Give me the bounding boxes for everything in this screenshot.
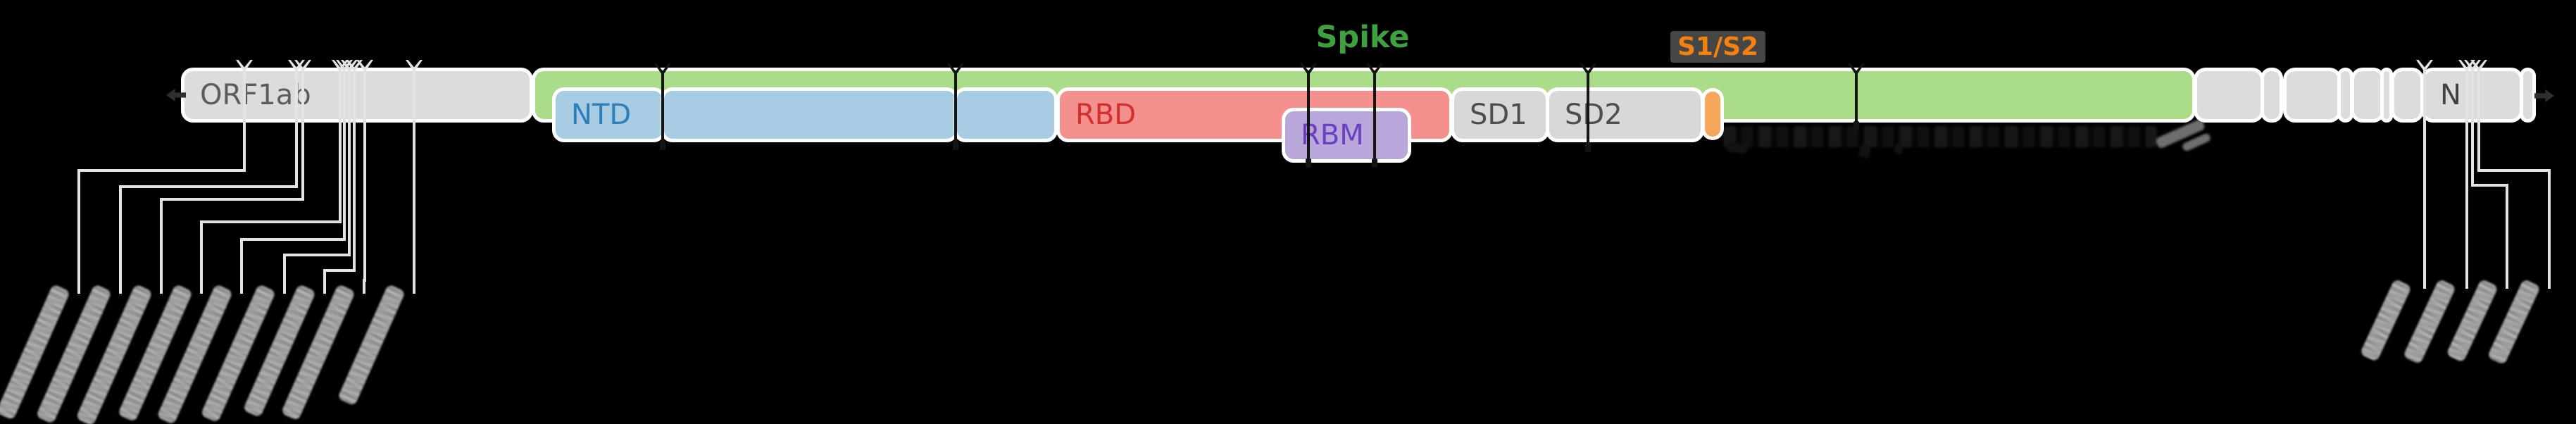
gene-box-gene-f[interactable] [2384,71,2389,119]
domain-box-sd1[interactable]: SD1 [1454,91,1546,139]
redacted-dark-text-row [1723,126,2157,147]
callout-elbow-left-3 [200,220,342,223]
s1s2-cleavage-marker[interactable] [1705,92,1720,137]
callout-drop-left-3 [200,222,203,294]
mutation-marker-dark[interactable] [1587,71,1589,148]
callout-tick-right-3[interactable] [2477,68,2480,170]
s1s2-title: S1/S2 [1670,31,1766,63]
callout-tick-left-8[interactable] [413,68,415,294]
mutation-marker-nub [660,141,665,150]
domain-label-rbm: RBM [1301,119,1364,151]
mutation-marker-dark[interactable] [1855,71,1858,126]
gene-box-gene-h[interactable] [2523,71,2532,119]
domain-label-rbd: RBD [1075,99,1137,131]
gene-box-gene-a[interactable] [2197,71,2261,119]
callout-drop-left-5 [283,255,286,294]
callout-drop-left-0 [77,170,80,294]
callout-elbow-left-2 [160,198,304,201]
mutation-marker-nub [953,141,958,150]
gene-label-orf1ab: ORF1ab [200,79,311,111]
gene-box-gene-b[interactable] [2264,71,2280,119]
redacted-text-blob [1894,143,1903,155]
mutation-marker-nub [1853,121,1859,130]
mutation-marker-nub [1372,158,1377,168]
spike-title: Spike [1315,20,1410,55]
domain-label-ntd: NTD [571,99,632,131]
callout-tick-right-1[interactable] [2465,68,2468,289]
domain-box-sd2[interactable]: SD2 [1549,91,1701,139]
strand-5prime-arrow-icon [166,89,186,101]
mutation-marker-dark[interactable] [954,71,957,146]
callout-elbow-left-5 [283,254,351,256]
redacted-text-blob [1858,144,1872,159]
gene-box-orf1ab[interactable]: ORF1ab [185,71,530,119]
gene-box-gene-e[interactable] [2354,71,2382,119]
callout-elbow-left-0 [77,169,246,172]
callout-drop-right-3 [2548,170,2551,289]
gene-label-gene-n: N [2440,79,2461,111]
callout-elbow-right-2 [2471,184,2508,187]
callout-elbow-right-3 [2477,169,2551,172]
callout-tick-right-0[interactable] [2423,68,2426,289]
callout-tick-left-5[interactable] [348,68,351,255]
gene-box-gene-g[interactable] [2394,71,2420,119]
callout-tick-left-2[interactable] [301,68,304,199]
callout-drop-right-2 [2506,185,2508,289]
callout-tick-left-6[interactable] [353,68,356,270]
gene-box-gene-d[interactable] [2341,71,2350,119]
callout-tick-left-3[interactable] [339,68,342,222]
domain-box-blue-3[interactable] [957,91,1054,139]
callout-tick-left-4[interactable] [343,68,346,239]
callout-tick-right-2[interactable] [2471,68,2474,185]
callout-tick-left-0[interactable] [243,68,246,170]
callout-tick-left-1[interactable] [295,68,298,187]
domain-label-sd1: SD1 [1470,99,1527,131]
domain-label-sd2: SD2 [1565,99,1622,131]
redacted-mutation-label [2359,278,2412,362]
mutation-marker-nub [1585,143,1591,152]
callout-drop-left-6 [323,270,326,294]
callout-drop-left-1 [119,187,122,294]
mutation-marker-dark[interactable] [1373,71,1376,163]
gene-box-gene-c[interactable] [2287,71,2338,119]
domain-box-rbm[interactable]: RBM [1285,111,1408,159]
domain-box-blue-2[interactable] [664,91,955,139]
redacted-text-blob [1726,142,1749,154]
callout-drop-left-7 [363,280,365,294]
domain-box-ntd[interactable]: NTD [556,91,662,139]
strand-3prime-arrow-icon [2534,89,2554,102]
callout-drop-left-2 [160,199,163,294]
mutation-marker-dark[interactable] [661,71,664,146]
callout-elbow-left-4 [240,238,346,241]
callout-elbow-left-1 [119,185,298,188]
callout-tick-left-7[interactable] [363,68,366,280]
callout-drop-left-4 [240,239,243,294]
callout-elbow-left-6 [323,269,356,272]
mutation-marker-nub [1306,158,1311,168]
mutation-marker-dark[interactable] [1307,71,1310,163]
